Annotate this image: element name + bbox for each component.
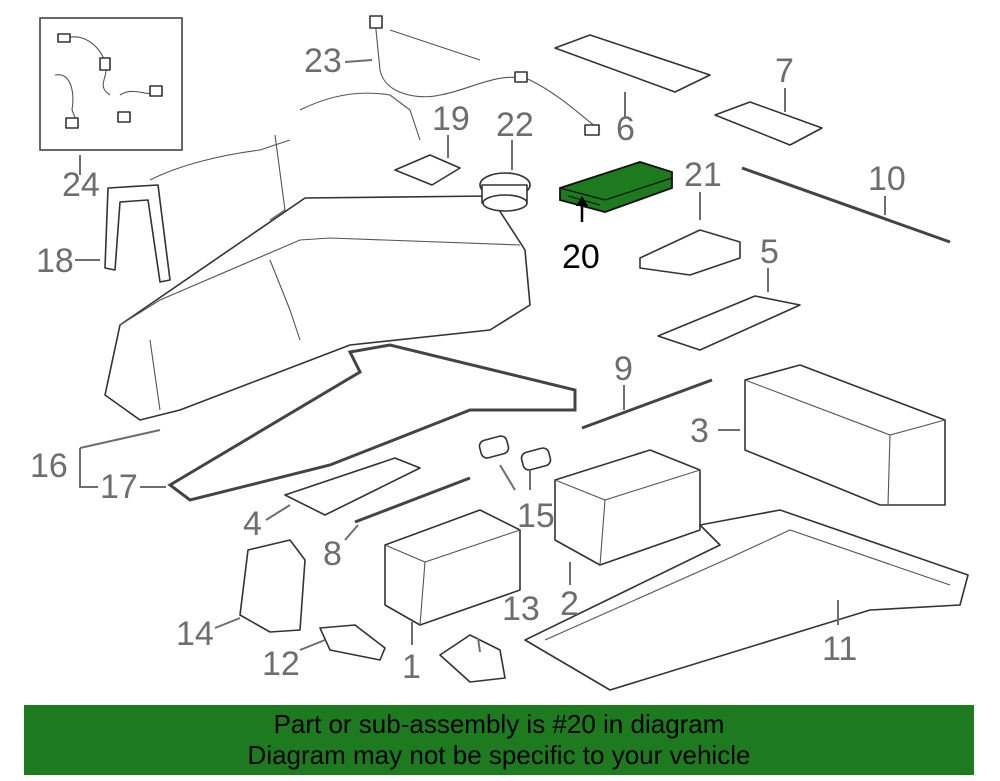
info-banner: Part or sub-assembly is #20 in diagram D…	[24, 705, 974, 775]
part-7-plate	[714, 101, 823, 146]
part-3-battery-module	[744, 364, 946, 506]
callout-5: 5	[760, 233, 779, 271]
part-10-rail	[741, 166, 951, 244]
callout-15: 15	[517, 497, 555, 535]
callout-7: 7	[775, 52, 794, 90]
callout-21: 21	[684, 156, 722, 194]
part-20-module	[559, 161, 673, 213]
banner-line-1: Part or sub-assembly is #20 in diagram	[273, 709, 725, 739]
part-21-bracket	[639, 229, 741, 276]
part-9-rail	[581, 378, 713, 430]
callout-22: 22	[496, 106, 534, 144]
part-6-plate	[554, 34, 711, 93]
callout-24: 24	[62, 166, 100, 204]
callout-19: 19	[432, 100, 470, 138]
part-4-plate	[284, 457, 421, 516]
part-5-plate	[657, 295, 801, 351]
part-1-battery-module	[384, 509, 521, 626]
callout-13: 13	[502, 590, 540, 628]
part-24-harness	[54, 33, 163, 129]
callout-10: 10	[868, 160, 906, 198]
part-18-bracket	[104, 184, 171, 283]
callout-11: 11	[822, 630, 857, 668]
part-13-cover	[439, 634, 506, 683]
callout-23: 23	[304, 42, 342, 80]
callout-6: 6	[616, 110, 635, 148]
part-24-inset-box	[39, 17, 183, 151]
part-16-battery-cover	[104, 195, 531, 421]
callout-20: 20	[562, 238, 600, 276]
callout-4: 4	[243, 505, 262, 543]
part-14-connector	[239, 539, 306, 633]
callout-12: 12	[262, 645, 300, 683]
callout-16: 16	[30, 447, 68, 485]
leader-lines	[75, 59, 886, 653]
part-12-bracket	[319, 624, 386, 661]
callout-3: 3	[690, 412, 709, 450]
part-22-fan	[479, 172, 531, 212]
callout-2: 2	[560, 585, 579, 623]
part-23-wiring-harness	[149, 15, 601, 221]
callout-18: 18	[36, 242, 74, 280]
banner-line-2: Diagram may not be specific to your vehi…	[247, 740, 751, 770]
part-8-rail	[354, 476, 471, 524]
exploded-parts-diagram: 1 2 3 4 5 6 7 8 9 10 11 12 13 14 15 16 1…	[30, 15, 969, 691]
part-2-battery-module	[554, 449, 701, 566]
callout-1: 1	[402, 648, 421, 686]
callout-9: 9	[614, 350, 633, 388]
callout-20-arrowhead	[576, 196, 588, 206]
part-17-gasket	[167, 343, 577, 502]
part-15-plugs	[478, 435, 552, 471]
part-11-battery-tray	[524, 509, 969, 691]
callout-8: 8	[323, 535, 342, 573]
callout-17: 17	[100, 468, 138, 506]
part-19-grommet	[394, 154, 461, 186]
callout-14: 14	[176, 615, 214, 653]
